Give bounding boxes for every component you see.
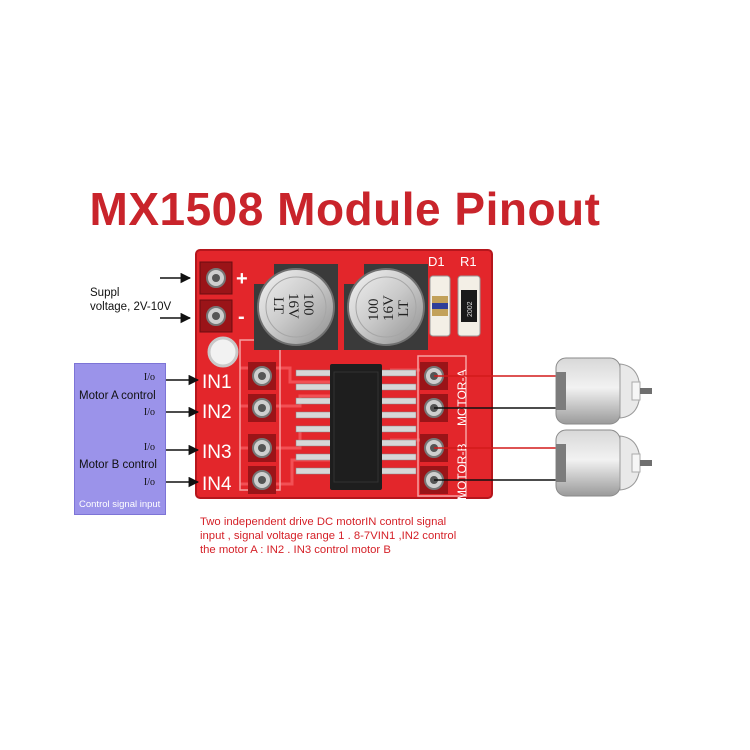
power-header	[199, 261, 233, 333]
pin-in2: IN2	[202, 402, 232, 423]
page-title: MX1508 Module Pinout	[89, 183, 601, 235]
supply-voltage-label: Suppl voltage, 2V-10V	[90, 286, 171, 314]
resistor-label: R1	[460, 254, 477, 269]
motor-b	[555, 429, 652, 497]
mx1508-chip	[295, 364, 417, 490]
pin-in4: IN4	[202, 474, 232, 495]
io-label-in1: I/o	[143, 372, 155, 383]
pin-in1: IN1	[202, 372, 232, 393]
motor-b-silk-label: MOTOR-B	[455, 444, 469, 500]
io-label-in3: I/o	[143, 442, 155, 453]
control-signal-input-label: Control signal input	[79, 499, 161, 510]
cap2-brand: LT	[396, 300, 412, 317]
capacitor-1	[254, 264, 338, 350]
mounting-hole	[207, 336, 239, 368]
description-text: Two independent drive DC motorIN control…	[200, 515, 500, 557]
supply-label-line2: voltage, 2V-10V	[90, 301, 172, 313]
cap1-voltage: 16V	[285, 293, 301, 319]
description-line2: input , signal voltage range 1 . 8-7VIN1…	[200, 530, 457, 542]
io-label-in2: I/o	[143, 407, 155, 418]
description-line3: the motor A : IN2 . IN3 control motor B	[200, 544, 391, 556]
diode	[429, 275, 451, 337]
resistor-code: 2002	[467, 301, 474, 317]
cap2-voltage: 16V	[381, 295, 397, 321]
diode-label: D1	[428, 254, 445, 269]
description-line1: Two independent drive DC motorIN control…	[200, 516, 447, 528]
motor-b-control-label: Motor B control	[79, 459, 157, 471]
capacitor-2	[344, 264, 428, 350]
control-signal-box: I/o Motor A control I/o I/o Motor B cont…	[74, 363, 166, 515]
cap2-value: 100	[366, 299, 382, 322]
power-minus-label: -	[238, 306, 245, 328]
input-header	[248, 362, 276, 494]
io-label-in4: I/o	[143, 477, 155, 488]
motor-a-control-label: Motor A control	[79, 390, 156, 402]
pin-arrows	[160, 272, 200, 488]
motor-a-silk-label: MOTOR-A	[455, 370, 469, 426]
cap1-value: 100	[300, 293, 316, 316]
power-plus-label: +	[236, 268, 248, 290]
cap1-brand: LT	[270, 297, 286, 314]
pin-in3: IN3	[202, 442, 232, 463]
resistor	[457, 275, 481, 337]
supply-label-line1: Suppl	[90, 287, 120, 299]
motor-a	[555, 357, 652, 425]
